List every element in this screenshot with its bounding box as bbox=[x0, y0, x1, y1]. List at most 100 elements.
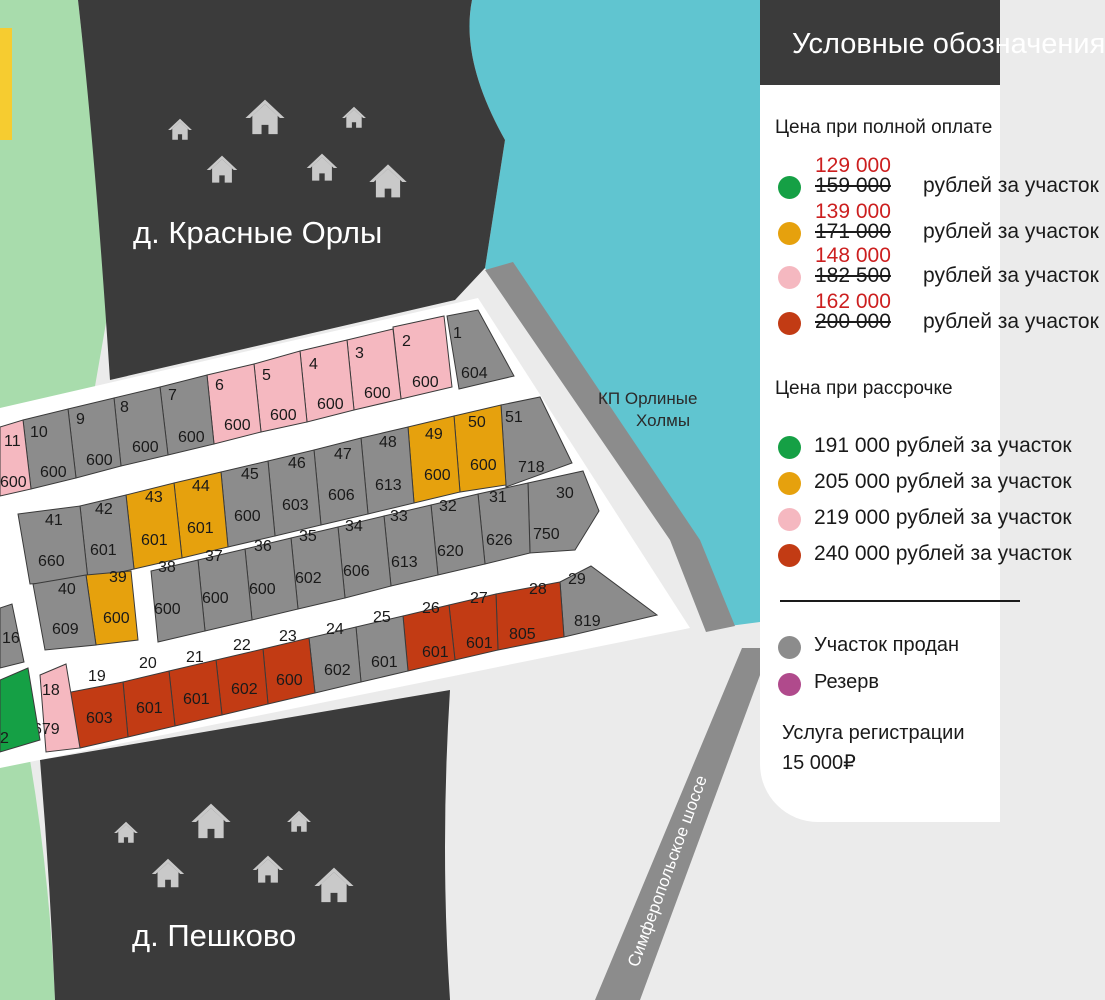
plot-area: 600 bbox=[364, 385, 391, 402]
plot-shape[interactable] bbox=[150, 559, 206, 643]
house-icon bbox=[206, 155, 238, 183]
plot-number: 29 bbox=[568, 571, 586, 588]
plot-16[interactable]: 16 bbox=[0, 603, 25, 669]
plot-number: 21 bbox=[186, 649, 204, 666]
plot-number: 51 bbox=[505, 409, 523, 426]
plot-number: 38 bbox=[158, 559, 176, 576]
old-price: 171 000 bbox=[815, 220, 891, 243]
plot-number: 22 bbox=[233, 637, 251, 654]
plot-number: 37 bbox=[205, 548, 223, 565]
plot-number: 33 bbox=[390, 508, 408, 525]
plot-number: 4 bbox=[309, 356, 318, 373]
legend-dot-icon bbox=[778, 673, 801, 696]
plot-number: 9 bbox=[76, 411, 85, 428]
yellow-marker bbox=[0, 28, 12, 140]
plot-38[interactable]: 38 600 bbox=[150, 559, 206, 643]
plot-shape[interactable] bbox=[0, 419, 32, 497]
plot-number: 41 bbox=[45, 512, 63, 529]
plot-number: 45 bbox=[241, 466, 259, 483]
installment-text: 205 000 рублей за участок bbox=[814, 470, 1072, 493]
plot-edge[interactable]: 2 bbox=[0, 667, 41, 753]
plot-area: 601 bbox=[136, 700, 163, 717]
plot-number: 36 bbox=[254, 538, 272, 555]
plot-number: 47 bbox=[334, 446, 352, 463]
plot-area: 613 bbox=[375, 477, 402, 494]
plot-shape[interactable] bbox=[262, 637, 316, 705]
plot-area: 600 bbox=[103, 610, 130, 627]
plot-shape[interactable] bbox=[32, 574, 97, 651]
plot-shape[interactable] bbox=[0, 667, 41, 753]
plot-shape[interactable] bbox=[39, 663, 81, 753]
plot-area: 600 bbox=[154, 601, 181, 618]
plot-shape[interactable] bbox=[0, 603, 25, 669]
plot-area: 600 bbox=[276, 672, 303, 689]
registration-price: 15 000₽ bbox=[782, 752, 856, 774]
plot-number: 10 bbox=[30, 424, 48, 441]
legend-dot-icon bbox=[778, 436, 801, 459]
village-north-label: д. Красные Орлы bbox=[133, 215, 382, 250]
plot-shape[interactable] bbox=[446, 309, 515, 390]
plot-29[interactable]: 29 819 bbox=[559, 565, 659, 638]
plot-number: 8 bbox=[120, 399, 129, 416]
plot-area: 600 bbox=[0, 474, 27, 491]
legend-panel: Условные обозначения Цена при полной опл… bbox=[760, 0, 1105, 822]
plots-layer: 1604260036004600560066007600860096001060… bbox=[0, 309, 659, 753]
house-icon bbox=[245, 99, 285, 135]
plot-number: 5 bbox=[262, 367, 271, 384]
legend-divider bbox=[780, 600, 1020, 602]
plot-5[interactable]: 5 600 bbox=[253, 350, 308, 433]
plot-area: 2 bbox=[0, 730, 9, 747]
plot-area: 601 bbox=[183, 691, 210, 708]
plot-number: 31 bbox=[489, 489, 507, 506]
house-icon bbox=[168, 118, 192, 140]
plot-number: 6 bbox=[215, 377, 224, 394]
legend-dot-icon bbox=[778, 544, 801, 567]
plot-area: 819 bbox=[574, 613, 601, 630]
house-icon bbox=[369, 164, 407, 198]
plot-area: 600 bbox=[270, 407, 297, 424]
plot-number: 18 bbox=[42, 682, 60, 699]
house-icon bbox=[342, 106, 366, 128]
installment-text: 219 000 рублей за участок bbox=[814, 506, 1072, 529]
village-south-label: д. Пешково bbox=[132, 918, 296, 953]
